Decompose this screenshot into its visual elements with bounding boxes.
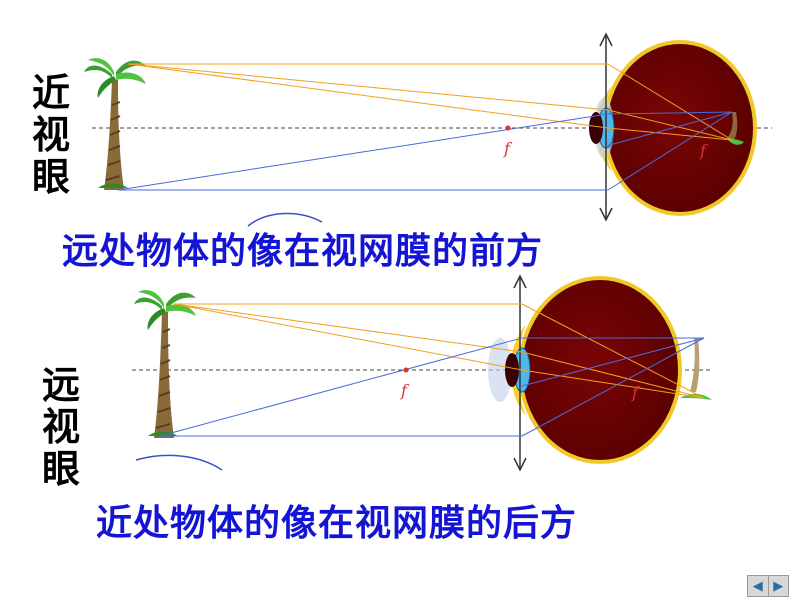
hyperopia-decor-arc [135, 454, 223, 471]
hyperopia-diagram: f f [132, 274, 712, 472]
hyperopia-focus-point [403, 367, 409, 373]
myopia-focus-label: f [503, 139, 513, 158]
hyperopia-retina-focus-label: f [631, 383, 641, 402]
myopia-decor-arc [247, 212, 323, 227]
hyperopia-focus-label: f [400, 381, 410, 400]
myopia-diagram: f f [84, 32, 772, 222]
next-slide-button[interactable]: ▶ [767, 576, 789, 596]
myopia-label: 近视眼 [31, 71, 70, 199]
hyperopia-label: 远视眼 [41, 363, 80, 491]
myopia-retina-focus-label: f [699, 141, 709, 160]
myopia-rays [117, 63, 733, 191]
myopia-tree-icon [84, 58, 146, 190]
slide-nav: ◀ ▶ [747, 575, 789, 597]
myopia-lens-arrow [599, 32, 613, 222]
prev-slide-button[interactable]: ◀ [752, 578, 763, 594]
myopia-focus-point [505, 125, 511, 131]
myopia-caption: 远处物体的像在视网膜的前方 [62, 231, 544, 272]
hyperopia-caption: 近处物体的像在视网膜的后方 [96, 503, 578, 544]
hyperopia-rays [159, 303, 705, 437]
hyperopia-tree-icon [134, 290, 196, 438]
